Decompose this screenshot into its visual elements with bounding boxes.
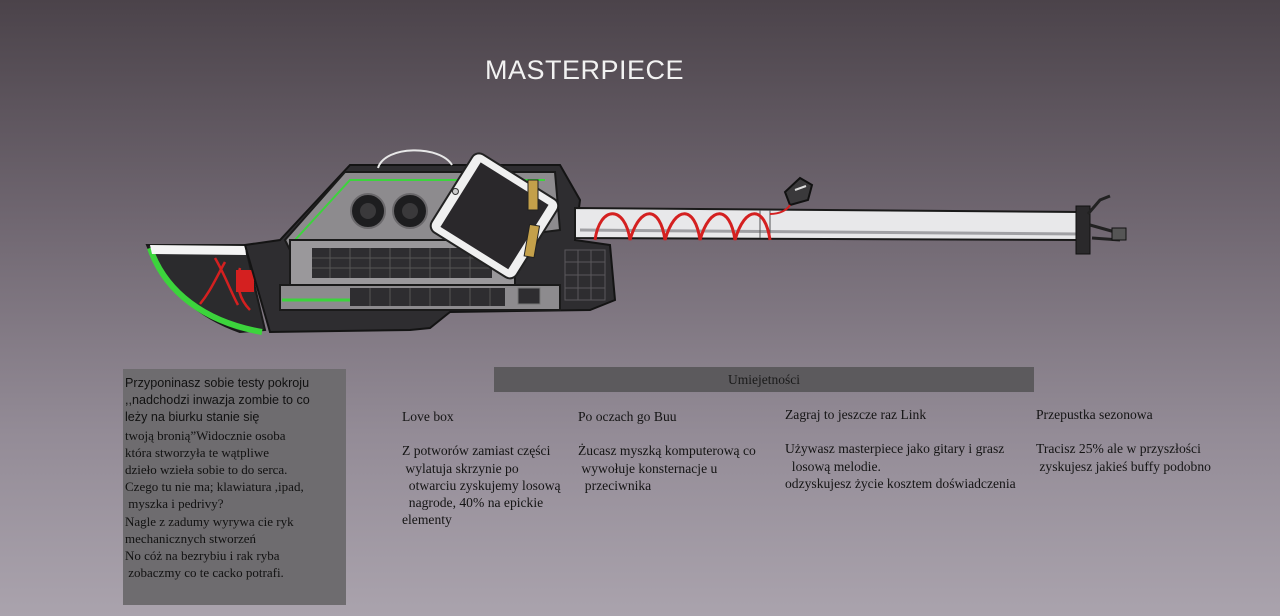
story-panel: Przyponinasz sobie testy pokroju ,,nadch… [123, 369, 346, 605]
skill-desc-line: otwarciu zyskujemy losową [402, 477, 561, 493]
skill-description: Żucasz myszką komputerową co wywołuje ko… [578, 442, 756, 494]
skill-przepustka: Przepustka sezonowa Tracisz 25% ale w pr… [1036, 406, 1211, 475]
skill-desc-line: losową melodie. [785, 458, 881, 474]
barrel [574, 194, 1127, 255]
story-line: Czego tu nie ma; klawiatura ,ipad, [125, 479, 304, 495]
story-line: Przyponinasz sobie testy pokroju [125, 376, 310, 390]
story-line: leży na biurku stanie się [125, 410, 260, 425]
skill-desc-line: Żucasz myszką komputerową co [578, 443, 756, 459]
skill-desc-line: odzyskujesz życie kosztem doświadczenia [785, 475, 1016, 491]
skill-name: Po oczach go Buu [578, 409, 677, 424]
story-line: Nagle z zadumy wyrywa cie ryk [125, 513, 294, 529]
mouse [769, 176, 814, 215]
stock-blade [145, 244, 267, 335]
skill-desc-line: elementy [402, 512, 452, 528]
story-line: mechanicznych stworzeń [125, 530, 257, 546]
skill-desc-line: Tracisz 25% ale w przyszłości [1036, 441, 1201, 457]
main-body [243, 149, 617, 334]
skill-po-oczach: Po oczach go Buu Żucasz myszką komputero… [578, 408, 756, 494]
skill-desc-line: Z potworów zamiast części [402, 443, 551, 459]
skill-desc-line: Używasz masterpiece jako gitary i grasz [785, 441, 1005, 457]
skill-love-box: Love box Z potworów zamiast części wylat… [402, 408, 561, 529]
skill-desc-line: zyskujesz jakieś buffy podobno [1036, 458, 1211, 474]
skill-desc-line: przeciwnika [578, 477, 652, 493]
story-line: zobaczmy co te cacko potrafi. [125, 565, 284, 581]
story-line: dzieło wzieła sobie to do serca. [125, 462, 288, 478]
skill-name: Przepustka sezonowa [1036, 407, 1153, 422]
skill-description: Tracisz 25% ale w przyszłości zyskujesz … [1036, 440, 1211, 475]
skill-desc-line: nagrode, 40% na epickie [402, 495, 544, 511]
skill-desc-line: wylatuja skrzynie po [402, 460, 519, 476]
skill-description: Z potworów zamiast części wylatuja skrzy… [402, 442, 561, 528]
page-title: MASTERPIECE [485, 55, 685, 85]
story-line: No cóż na bezrybiu i rak ryba [125, 548, 280, 564]
skill-name: Zagraj to jeszcze raz Link [785, 407, 927, 422]
story-line: która stworzyła te wątpliwe [125, 444, 270, 460]
skill-desc-line: wywołuje konsternacje u [578, 460, 718, 476]
story-line: myszka i pedrivy? [125, 496, 224, 512]
story-line: ,,nadchodzi inwazja zombie to co [125, 393, 310, 408]
skill-name: Love box [402, 409, 454, 424]
skill-description: Używasz masterpiece jako gitary i grasz … [785, 440, 1016, 492]
story-line: twoją bronią”Widocznie osoba [125, 427, 286, 443]
skills-header: Umiejetności [494, 367, 1034, 392]
skill-zagraj: Zagraj to jeszcze raz Link Używasz maste… [785, 406, 1016, 492]
